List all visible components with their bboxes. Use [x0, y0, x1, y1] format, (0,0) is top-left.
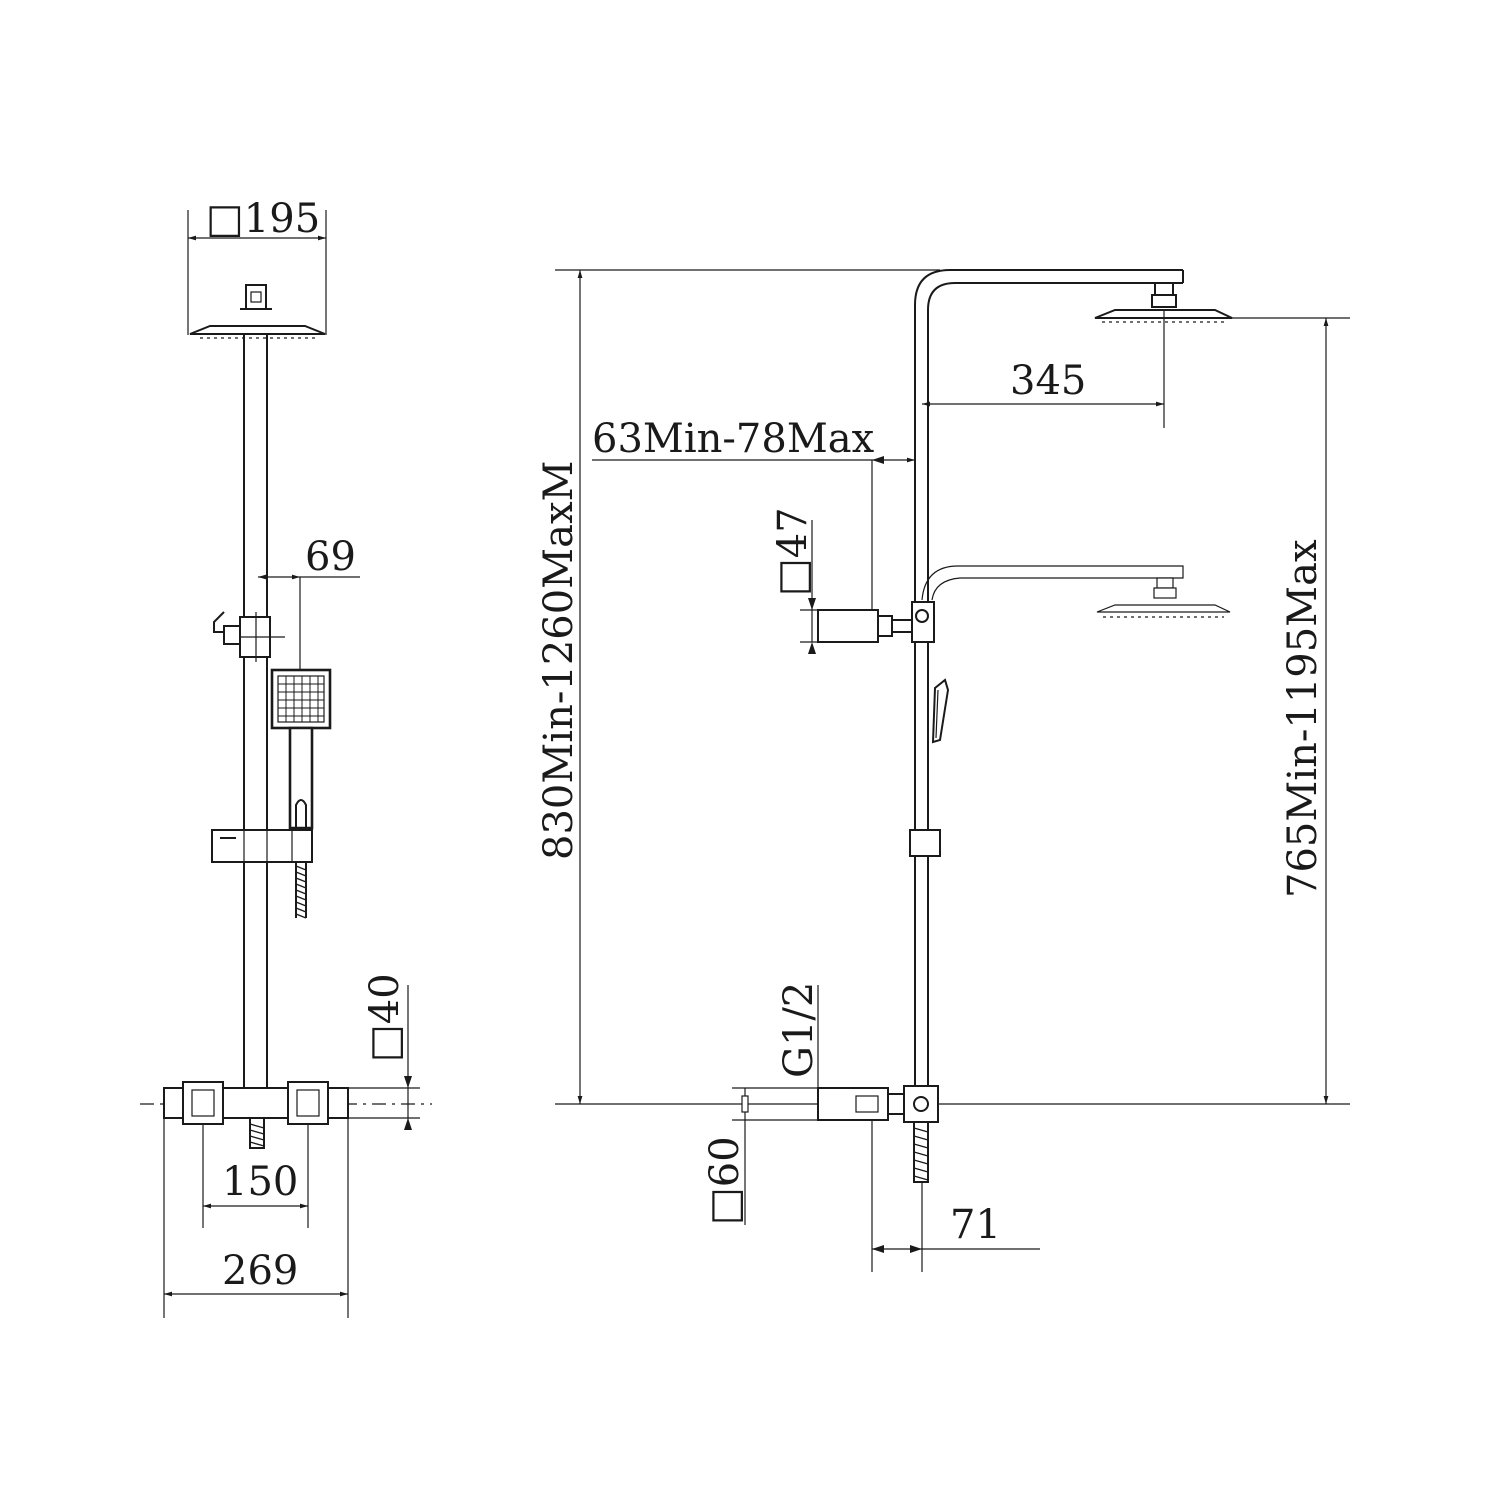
front-view: □195 69: [140, 196, 432, 1318]
thread-dimension: G1/2: [732, 982, 822, 1121]
inlet-spacing-dimension: 150: [202, 1124, 309, 1228]
diverter-block-side: □47: [770, 507, 935, 654]
overall-width-dimension: 269: [163, 1118, 349, 1318]
overall-width-label: 269: [222, 1248, 298, 1294]
diverter-block: [213, 611, 285, 662]
hand-shower: [270, 668, 332, 830]
wall-offset-dimension: 63Min-78Max: [592, 416, 915, 610]
wall-offset-label: 63Min-78Max: [592, 416, 875, 462]
mixer-body: [140, 1081, 432, 1149]
arm-reach-label: 345: [1010, 358, 1086, 404]
arm-reach-dimension: 345: [922, 310, 1165, 428]
body-height-dimension: □40: [348, 973, 420, 1130]
riser-pipe-side: [909, 642, 950, 1088]
overhead-shower-head: [189, 284, 326, 339]
outlet-offset-label: 69: [305, 534, 356, 580]
hose: [295, 862, 307, 919]
inlet-size-dimension: □60: [702, 1120, 748, 1225]
thread-label: G1/2: [776, 982, 822, 1078]
slide-bracket: [211, 829, 313, 863]
inlet-size-label: □60: [702, 1136, 748, 1225]
body-height-label: □40: [362, 973, 408, 1062]
diverter-size-label: □47: [770, 507, 816, 596]
overall-height-dimension: 830Min-1260MaxM: [536, 270, 583, 1104]
head-width-dimension: □195: [187, 196, 327, 335]
head-width-label: □195: [206, 196, 320, 242]
riser-pipe: [243, 334, 268, 1088]
outlet-offset-dimension: 69: [258, 534, 360, 672]
base-depth-label: 71: [950, 1202, 1001, 1248]
base-depth-dimension: 71: [871, 1120, 1040, 1272]
mixer-body-side: [555, 1085, 1350, 1183]
side-view: 345 63Min-78Max □47: [536, 269, 1350, 1272]
inlet-spacing-label: 150: [222, 1159, 298, 1205]
head-height-label: 765Min-1195Max: [1280, 539, 1326, 898]
head-height-dimension: 765Min-1195Max: [1232, 317, 1350, 1104]
shower-arm-lower-position: [921, 565, 1231, 618]
overall-height-label: 830Min-1260MaxM: [536, 461, 582, 861]
